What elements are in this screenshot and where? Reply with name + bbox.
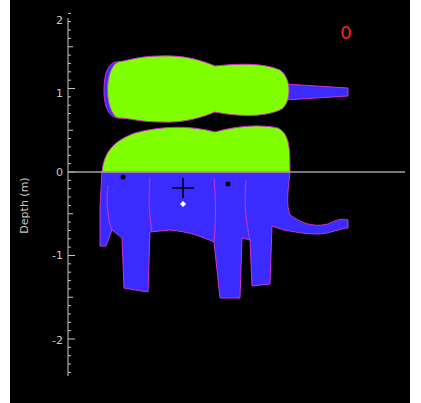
axis-tick [68,255,75,256]
axis-tick [68,46,73,47]
axis-label: -2 [52,335,63,346]
axis-label: 2 [56,15,63,26]
frame-number: 0 [340,24,351,42]
axis-label: -1 [52,250,63,261]
axis-label: 0 [56,167,63,178]
axis-tick [68,213,73,214]
axis-label: 1 [56,88,63,99]
axis-tick [68,339,75,340]
axis-tick [68,13,71,14]
axis-tick [68,130,73,131]
axis-tick [68,88,75,89]
axis-tick [68,297,73,298]
axis-title: Depth (m) [19,177,30,233]
